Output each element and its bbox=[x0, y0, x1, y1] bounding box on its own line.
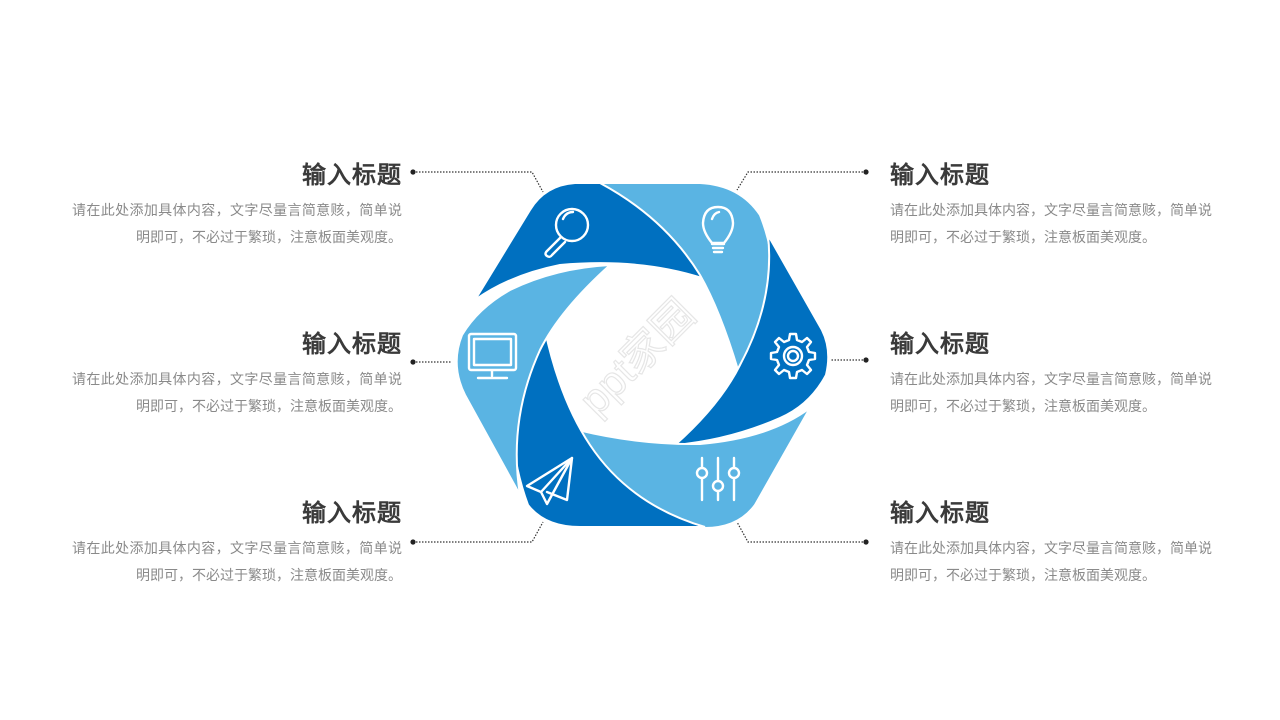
gear-icon bbox=[769, 332, 817, 380]
sliders-icon bbox=[695, 456, 741, 502]
item-left-middle: 输入标题 请在此处添加具体内容，文字尽量言简意赅，简单说明即可，不必过于繁琐，注… bbox=[72, 329, 402, 421]
magnifier-icon bbox=[544, 207, 590, 258]
segment-right bbox=[672, 234, 830, 447]
monitor-icon bbox=[467, 332, 518, 380]
item-title: 输入标题 bbox=[890, 330, 990, 358]
watermark: ppt家园 bbox=[570, 290, 704, 424]
item-right-bottom: 输入标题 请在此处添加具体内容，文字尽量言简意赅，简单说明即可，不必过于繁琐，注… bbox=[890, 498, 1220, 590]
item-title: 输入标题 bbox=[302, 161, 402, 189]
item-title: 输入标题 bbox=[890, 499, 990, 527]
hexagon-segments bbox=[455, 182, 830, 529]
item-description: 请在此处添加具体内容，文字尽量言简意赅，简单说明即可，不必过于繁琐，注意板面美观… bbox=[72, 203, 402, 246]
item-left-top: 输入标题 请在此处添加具体内容，文字尽量言简意赅，简单说明即可，不必过于繁琐，注… bbox=[72, 160, 402, 252]
connector-lines bbox=[413, 171, 866, 543]
lightbulb-icon bbox=[701, 205, 735, 254]
paper-plane-icon bbox=[525, 456, 574, 506]
connector-dots bbox=[410, 169, 869, 545]
item-right-middle: 输入标题 请在此处添加具体内容，文字尽量言简意赅，简单说明即可，不必过于繁琐，注… bbox=[890, 329, 1220, 421]
item-description: 请在此处添加具体内容，文字尽量言简意赅，简单说明即可，不必过于繁琐，注意板面美观… bbox=[890, 541, 1212, 584]
segment-left bbox=[455, 263, 613, 496]
item-title: 输入标题 bbox=[302, 499, 402, 527]
item-title: 输入标题 bbox=[302, 330, 402, 358]
item-description: 请在此处添加具体内容，文字尽量言简意赅，简单说明即可，不必过于繁琐，注意板面美观… bbox=[72, 541, 402, 584]
item-title: 输入标题 bbox=[890, 161, 990, 189]
item-description: 请在此处添加具体内容，文字尽量言简意赅，简单说明即可，不必过于繁琐，注意板面美观… bbox=[890, 203, 1212, 246]
item-right-top: 输入标题 请在此处添加具体内容，文字尽量言简意赅，简单说明即可，不必过于繁琐，注… bbox=[890, 160, 1220, 252]
item-left-bottom: 输入标题 请在此处添加具体内容，文字尽量言简意赅，简单说明即可，不必过于繁琐，注… bbox=[72, 498, 402, 590]
item-description: 请在此处添加具体内容，文字尽量言简意赅，简单说明即可，不必过于繁琐，注意板面美观… bbox=[72, 372, 402, 415]
item-description: 请在此处添加具体内容，文字尽量言简意赅，简单说明即可，不必过于繁琐，注意板面美观… bbox=[890, 372, 1212, 415]
